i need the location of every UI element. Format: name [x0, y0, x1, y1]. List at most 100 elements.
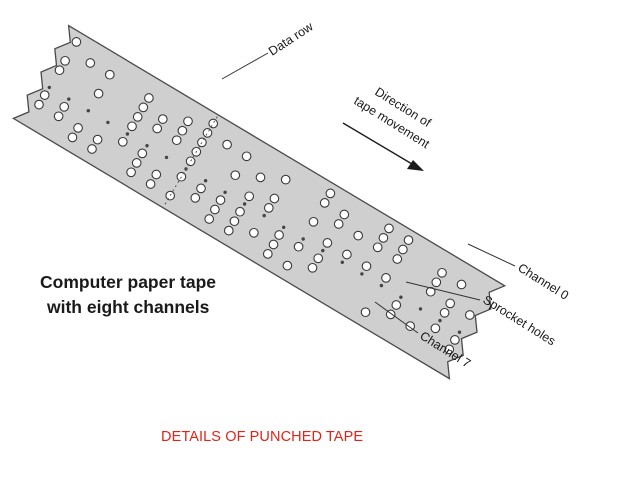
punched-hole-channel-3: [464, 310, 475, 320]
punched-hole-channel-7: [262, 249, 273, 259]
punched-hole-channel-2: [333, 219, 344, 229]
punched-hole-channel-3: [230, 170, 241, 181]
sprocket-holes-label: Sprocket holes: [480, 293, 558, 349]
sprocket-hole: [242, 202, 247, 206]
sprocket-hole: [106, 120, 110, 125]
punched-hole-channel-1: [437, 267, 447, 278]
paper-tape: [11, 24, 507, 380]
punched-hole-channel-3: [308, 216, 319, 227]
punched-hole-channel-1: [144, 93, 154, 103]
sprocket-hole: [340, 260, 344, 264]
footer-caption: DETAILS OF PUNCHED TAPE: [161, 429, 364, 445]
punched-hole-channel-2: [177, 125, 188, 136]
punched-hole-channel-3: [171, 135, 182, 146]
punched-hole-channel-4: [342, 249, 352, 260]
punched-hole-channel-5: [176, 171, 187, 182]
punched-hole-channel-5: [117, 136, 128, 147]
punched-hole-channel-7: [223, 225, 234, 236]
punched-hole-channel-3: [54, 65, 65, 76]
punched-hole-channel-2: [431, 277, 442, 288]
punched-hole-channel-5: [235, 206, 245, 217]
punched-hole-channel-2: [60, 55, 70, 66]
data-row-label: Data row: [266, 19, 316, 59]
punched-hole-channel-2: [157, 114, 168, 124]
punched-hole-channel-1: [398, 244, 408, 255]
punched-hole-channel-1: [222, 139, 232, 150]
punched-hole-channel-6: [249, 227, 259, 238]
tape-strip: [11, 24, 507, 380]
punched-hole-channel-5: [391, 300, 402, 310]
sprocket-hole: [67, 97, 71, 101]
punched-hole-channel-1: [183, 116, 193, 127]
channel-0-label: Channel 0: [515, 261, 571, 303]
sprocket-hole: [418, 307, 423, 311]
punched-hole-channel-1: [456, 279, 467, 290]
sprocket-hole: [125, 132, 130, 136]
punched-hole-channel-1: [319, 198, 330, 208]
punched-hole-channel-5: [430, 323, 441, 334]
diagram-caption-line-1: Computer paper tape: [40, 272, 216, 292]
sprocket-hole: [203, 179, 208, 183]
punched-hole-channel-6: [210, 204, 220, 215]
punched-hole-channel-1: [241, 151, 252, 162]
punched-hole-channel-5: [215, 195, 226, 205]
punched-hole-channel-2: [392, 254, 403, 264]
punched-hole-channel-1: [85, 58, 96, 68]
punched-hole-channel-2: [255, 172, 266, 183]
punched-hole-channel-5: [59, 101, 70, 112]
sprocket-hole: [438, 318, 442, 323]
punched-hole-channel-7: [204, 214, 215, 224]
punched-hole-channel-6: [151, 169, 162, 180]
punched-hole-channel-7: [67, 132, 78, 143]
sprocket-hole: [282, 225, 286, 229]
sprocket-holes-leader: [405, 281, 481, 301]
sprocket-hole: [379, 283, 384, 288]
punched-hole-channel-0: [208, 118, 219, 129]
sprocket-hole: [399, 295, 403, 299]
sprocket-hole: [301, 237, 305, 241]
punched-hole-channel-3: [425, 286, 436, 297]
punched-hole-channel-7: [87, 144, 97, 154]
sprocket-hole: [457, 330, 462, 334]
punched-hole-channel-4: [185, 156, 196, 167]
punched-hole-channel-6: [190, 193, 201, 203]
punched-hole-channel-3: [152, 123, 163, 134]
punched-hole-channel-6: [73, 123, 83, 133]
channel-0-leader: [467, 243, 516, 267]
punched-hole-channel-1: [202, 128, 213, 138]
punched-hole-channel-1: [104, 69, 115, 80]
punched-hole-channel-4: [127, 121, 137, 132]
punched-hole-channel-7: [360, 307, 371, 318]
sprocket-hole: [47, 85, 51, 90]
channel-7-leader: [374, 301, 419, 334]
sprocket-hole: [164, 155, 169, 160]
data-row-guides: [163, 116, 218, 207]
punched-hole-channel-7: [145, 179, 156, 189]
punched-hole-channel-3: [93, 88, 104, 99]
sprocket-hole: [262, 213, 266, 218]
punched-hole-channel-6: [131, 158, 142, 168]
punched-hole-channel-0: [325, 188, 336, 199]
punched-hole-channel-1: [280, 174, 291, 185]
punched-hole-channel-6: [405, 321, 416, 331]
punched-hole-channel-5: [313, 253, 324, 264]
sprocket-hole: [360, 272, 364, 276]
punched-hole-channel-2: [353, 230, 364, 241]
punched-hole-channel-4: [322, 238, 333, 248]
data-row-leader: [221, 52, 269, 80]
punched-hole-channel-1: [378, 233, 389, 243]
punched-hole-channel-6: [92, 134, 103, 145]
punched-hole-channel-7: [282, 260, 293, 271]
punched-hole-channel-2: [138, 102, 149, 113]
punched-hole-channel-5: [137, 148, 148, 159]
punched-hole-channel-4: [263, 203, 274, 213]
punched-hole-channel-4: [244, 191, 255, 202]
punched-hole-channel-6: [229, 216, 240, 227]
punched-hole-channel-5: [39, 90, 50, 100]
punched-hole-channel-5: [274, 230, 284, 240]
punched-hole-channel-6: [444, 344, 455, 355]
punched-hole-channel-4: [381, 273, 391, 283]
punched-hole-channel-4: [361, 261, 372, 272]
punched-hole-channel-0: [403, 235, 414, 245]
punched-hole-channel-1: [339, 209, 350, 220]
